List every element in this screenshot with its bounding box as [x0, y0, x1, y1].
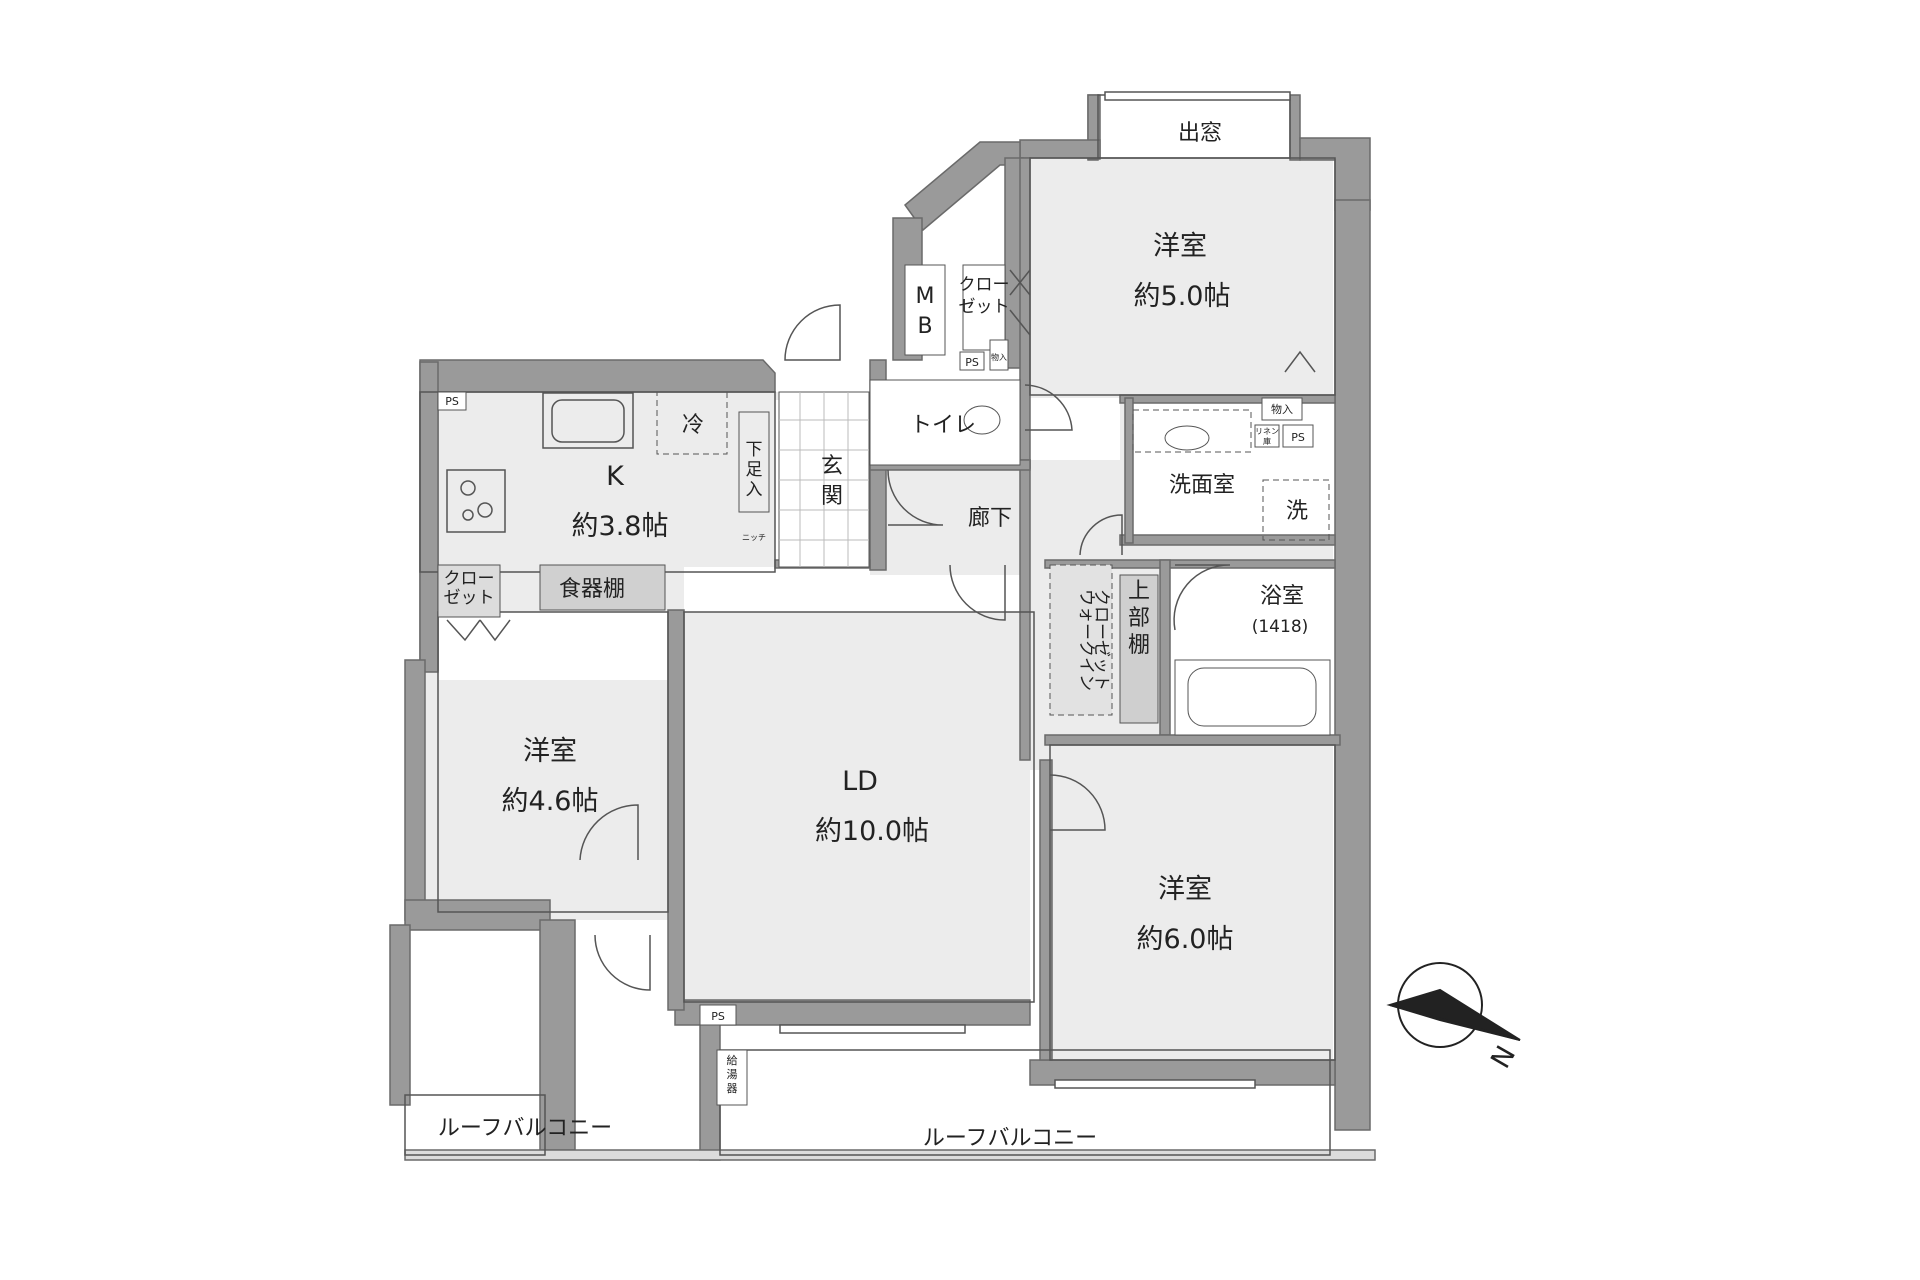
- wash-basin: [1164, 425, 1210, 451]
- walk-in-closet-box: [1049, 564, 1113, 716]
- fridge-label: 冷: [682, 413, 704, 438]
- south-room-outline: [1049, 744, 1336, 1061]
- closet-north-label-1: クロー: [959, 275, 1010, 295]
- bay-window-label: 出窓: [1178, 121, 1222, 146]
- bathroom-name: 浴室: [1260, 584, 1304, 609]
- north-room-size: 約5.0帖: [1134, 281, 1231, 312]
- linen-label-1: リネン: [1255, 427, 1279, 436]
- walk-in-closet-label-2: クローゼット: [1091, 589, 1111, 691]
- ld-name: LD: [842, 766, 878, 797]
- balcony-west-outline: [404, 1094, 546, 1156]
- shoe-box-label-2: 足: [746, 460, 763, 480]
- ps-wash-label: PS: [1291, 431, 1305, 444]
- niche-label: ニッチ: [742, 533, 766, 542]
- balcony-south-label: ルーフバルコニー: [923, 1126, 1097, 1151]
- west-room-outline: [437, 611, 669, 913]
- toilet-room: [869, 379, 1021, 466]
- kitchen-size: 約3.8帖: [572, 511, 669, 542]
- south-room-name: 洋室: [1158, 874, 1212, 905]
- sink: [542, 392, 634, 449]
- west-room-name: 洋室: [523, 736, 577, 767]
- ps-mb-label: PS: [965, 356, 979, 369]
- kitchen-closet-label-2: ゼット: [444, 588, 495, 608]
- hallway-label: 廊下: [968, 506, 1012, 531]
- walk-in-closet-label-1: ウォークイン: [1076, 589, 1096, 691]
- north-room-name: 洋室: [1153, 231, 1207, 262]
- linen-label-2: 庫: [1263, 436, 1271, 446]
- dish-shelf-label: 食器棚: [559, 577, 625, 602]
- windows: [779, 91, 1291, 1089]
- entrance-label-2: 関: [821, 484, 843, 509]
- door-swings: [446, 269, 1316, 991]
- water-heater-label-3: 器: [727, 1082, 738, 1095]
- closet-north-label-2: ゼット: [959, 297, 1010, 317]
- upper-shelf-label-3: 棚: [1128, 633, 1150, 658]
- upper-shelf-label-2: 部: [1128, 606, 1150, 631]
- water-heater-box: [716, 1049, 748, 1106]
- bathtub-outer: [1174, 659, 1331, 736]
- ld-outline: [683, 611, 1035, 1003]
- ps-wash-box: [1282, 424, 1314, 448]
- mb-label-2: B: [917, 314, 932, 339]
- ps-mb-box: [959, 351, 985, 371]
- dish-shelf-box: [539, 564, 666, 611]
- shoe-box-label-3: 入: [746, 480, 763, 500]
- toilet-label: トイレ: [910, 413, 976, 438]
- kitchen-closet-label-1: クロー: [444, 569, 495, 589]
- mb-box: [904, 264, 946, 356]
- upper-shelf-box: [1119, 574, 1159, 724]
- linen-box: [1254, 424, 1280, 448]
- ps-ld-label: PS: [711, 1010, 725, 1023]
- storage-small-label-2: 物入: [1271, 402, 1293, 416]
- ld-size: 約10.0帖: [815, 816, 929, 847]
- storage-small-label-1: 物入: [991, 352, 1007, 362]
- ps-kitchen-box: [437, 391, 467, 411]
- kitchen-closet-box: [437, 564, 501, 618]
- closet-north-box: [962, 264, 1006, 351]
- storage-small-box-2: [1261, 397, 1303, 421]
- water-heater-label-2: 湯: [727, 1068, 738, 1081]
- ps-ld-box: [699, 1004, 737, 1026]
- water-heater-label-1: 給: [727, 1053, 738, 1067]
- west-room-size: 約4.6帖: [502, 786, 599, 817]
- upper-shelf-label-1: 上: [1128, 579, 1150, 604]
- mb-label-1: M: [916, 284, 935, 309]
- shoe-box: [738, 411, 770, 513]
- bathroom-size: (1418): [1252, 617, 1309, 637]
- entrance-label-1: 玄: [821, 454, 843, 479]
- walls: [389, 94, 1376, 1161]
- washer-box: [1262, 479, 1330, 541]
- balcony-west-label: ルーフバルコニー: [438, 1116, 612, 1141]
- storage-small-box-1: [989, 339, 1009, 371]
- shoe-box-label-1: 下: [746, 440, 763, 460]
- south-room-size: 約6.0帖: [1137, 924, 1234, 955]
- kitchen-name: K: [606, 461, 625, 492]
- ps-kitchen-label: PS: [445, 395, 459, 408]
- compass-icon: [1386, 962, 1521, 1048]
- fridge-box: [656, 391, 728, 455]
- stove: [446, 469, 506, 533]
- compass-label: N: [1485, 1041, 1522, 1074]
- washroom-label: 洗面室: [1169, 473, 1235, 498]
- washer-label: 洗: [1286, 499, 1308, 524]
- bathtub-inner: [1187, 667, 1317, 727]
- toilet-bowl: [963, 405, 1001, 435]
